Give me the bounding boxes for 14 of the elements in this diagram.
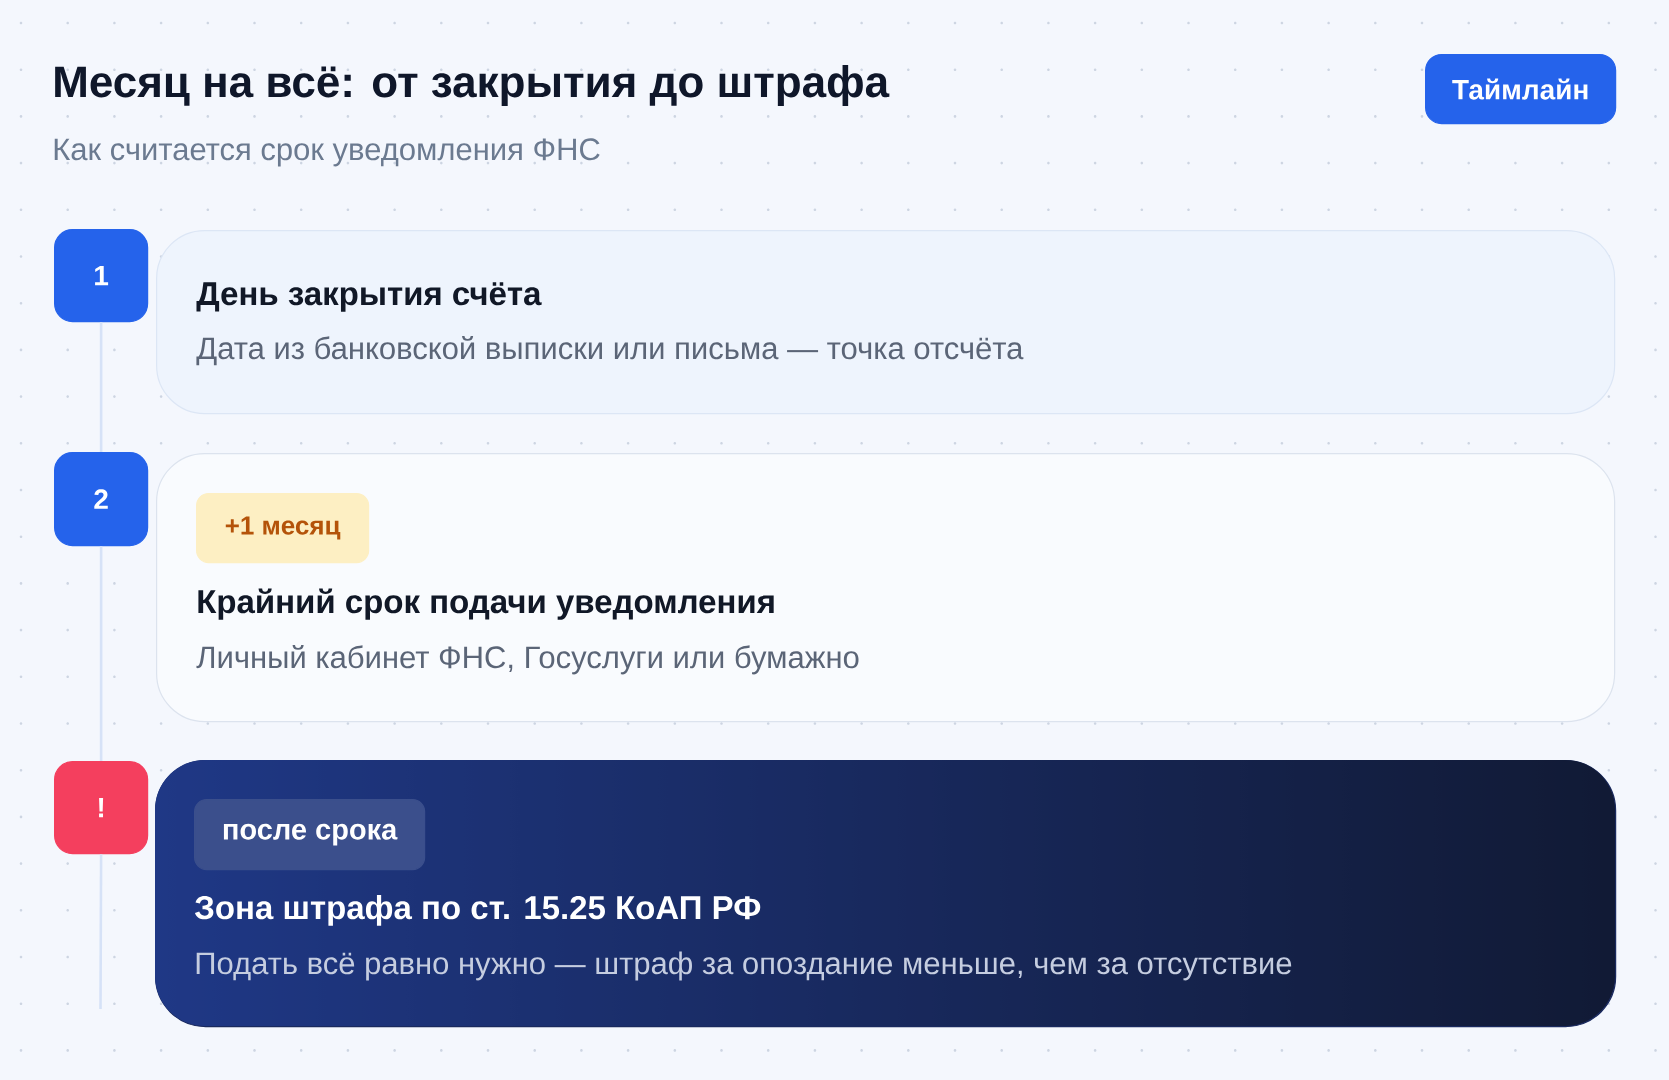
card-description: Дата из банковской выписки или письма — точка отсчёта bbox=[196, 336, 1024, 366]
card-description: Личный кабинет ФНС, Госуслуги или бумажно bbox=[196, 645, 859, 675]
status-tag: после срока bbox=[194, 799, 426, 871]
card-description: Подать всё равно нужно — штраф за опоздание меньше, чем за отсутствие bbox=[196, 951, 1292, 981]
step-badge: 1 bbox=[54, 229, 149, 323]
alert-badge: ! bbox=[54, 761, 149, 855]
duration-tag: +1 месяц bbox=[196, 493, 370, 564]
step-badge: 2 bbox=[54, 452, 149, 547]
card-heading: День закрытия счёта bbox=[196, 282, 542, 312]
header-badge: Таймлайн bbox=[1425, 54, 1617, 125]
card-heading: Крайний срок подачи уведомления bbox=[198, 588, 774, 620]
subtitle: Как считается срок уведомления ФНС bbox=[54, 138, 600, 167]
title: Месяц на всё: от закрытия до штрафа bbox=[55, 65, 890, 107]
card-heading: Зона штрафа по ст. 15.25 КоАП РФ bbox=[194, 895, 761, 926]
